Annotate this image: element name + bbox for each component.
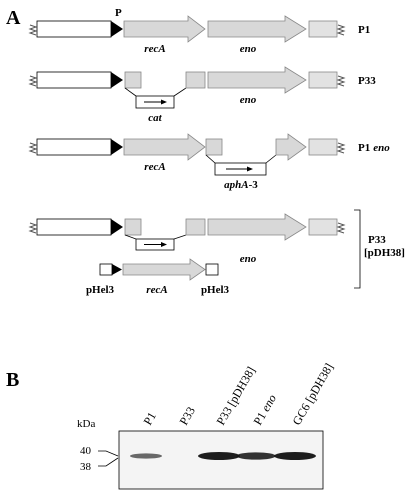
gene-label-eno: eno (240, 94, 257, 106)
strain-label-p33: P33 (358, 75, 376, 87)
plasmid-flank-left (99, 263, 113, 276)
construct-p1: P recA eno P1 (28, 7, 370, 55)
kda-label: kDa (77, 418, 95, 430)
break-symbol-right (336, 24, 346, 36)
eno-arrow (207, 213, 307, 241)
panel-label-b: B (6, 369, 19, 391)
break-symbol-left (28, 75, 38, 87)
lane-label: GC6 [pDH38] (289, 361, 336, 428)
break-symbol-right (336, 222, 346, 234)
insertion-line-left (124, 234, 137, 240)
blot-membrane (118, 430, 324, 490)
insertion-line-right (173, 234, 187, 240)
gene-label-reca: recA (144, 161, 165, 173)
lane-label: P1 (140, 410, 158, 428)
promoter-triangle (112, 264, 122, 275)
blot-band (274, 452, 316, 460)
marker-40-tick (98, 450, 119, 457)
marker-38: 38 (80, 461, 92, 473)
reca-arrow (123, 133, 206, 161)
upstream-region (36, 71, 112, 89)
reca-fragment (185, 71, 206, 89)
plasmid-label-right: pHel3 (201, 284, 230, 296)
break-symbol-right (336, 142, 346, 154)
blot-band (198, 452, 240, 460)
upstream-region (36, 218, 112, 236)
break-symbol-left (28, 24, 38, 36)
insertion-line-left (124, 87, 137, 97)
strain-label-pdh38: [pDH38] (364, 247, 405, 259)
promoter-triangle (111, 139, 123, 155)
cassette-label-cat: cat (148, 112, 162, 124)
reca-fragment (124, 71, 142, 89)
blot-band (236, 452, 276, 460)
promoter-triangle (111, 219, 123, 235)
upstream-region (36, 138, 112, 156)
promoter-triangle (111, 21, 123, 37)
eno-arrow-fragment (275, 133, 307, 161)
downstream-region (308, 20, 338, 38)
strain-label-p33: P33 (368, 234, 386, 246)
eno-fragment (205, 138, 223, 156)
arrowhead-icon (247, 166, 253, 172)
break-symbol-left (28, 142, 38, 154)
insertion-line-left (205, 154, 216, 164)
gene-label-eno: eno (240, 253, 257, 265)
plasmid-label-left: pHel3 (86, 284, 115, 296)
reca-fragment (124, 218, 142, 236)
downstream-region (308, 218, 338, 236)
arrowhead-icon (161, 99, 167, 105)
lane-label: P1 eno (250, 392, 279, 428)
break-symbol-right (336, 75, 346, 87)
insertion-line-right (173, 87, 187, 97)
insertion-line-right (265, 154, 277, 164)
bracket (354, 209, 361, 289)
plasmid-gene-label: recA (146, 284, 167, 296)
downstream-region (308, 71, 338, 89)
arrowhead-icon (161, 242, 167, 247)
cassette-label-apha3: aphA-3 (224, 179, 258, 191)
reca-arrow (123, 15, 206, 43)
promoter-triangle (111, 72, 123, 88)
gene-label-eno: eno (240, 43, 257, 55)
plasmid-reca-arrow (122, 258, 206, 281)
eno-arrow (207, 66, 307, 94)
blot-band (129, 453, 163, 459)
reca-fragment (185, 218, 206, 236)
construct-p33: cat eno P33 (28, 66, 376, 124)
marker-38-tick (98, 457, 119, 467)
break-symbol-left (28, 222, 38, 234)
marker-40: 40 (80, 445, 92, 457)
promoter-label: P (115, 7, 122, 19)
gene-label-reca: recA (144, 43, 165, 55)
blot-bands (129, 452, 316, 460)
panel-label-a: A (6, 7, 21, 29)
upstream-region (36, 20, 112, 38)
eno-arrow (207, 15, 307, 43)
lane-label: P33 (176, 404, 197, 427)
construct-p33-pdh38: eno pHel3 recA pHel3 P33 [pDH38] (28, 209, 405, 296)
downstream-region (308, 138, 338, 156)
strain-label-p1: P1 (358, 24, 370, 36)
plasmid-flank-right (205, 263, 219, 276)
